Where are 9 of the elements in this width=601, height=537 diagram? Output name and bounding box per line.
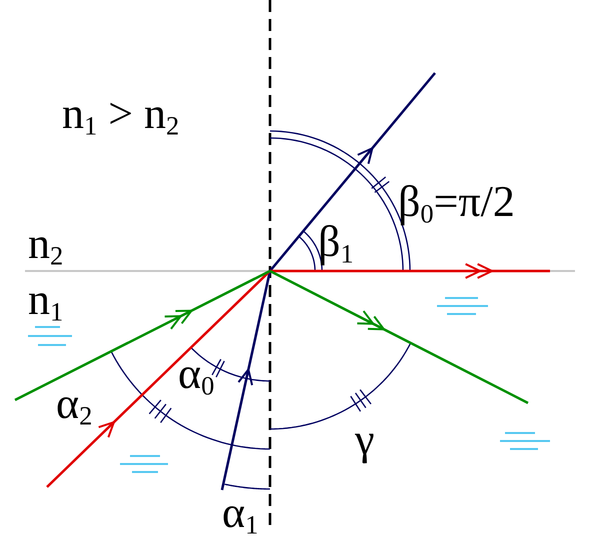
angle-label: α$_{0}$ [178, 352, 214, 399]
angle-label: β$_{0}$=π/2 [398, 180, 515, 227]
angle-label: β$_{1}$ [318, 220, 354, 267]
angle-label: α$_{2}$ [56, 382, 92, 429]
condition-label: n$_{1}$ > n$_{2}$ [62, 92, 180, 139]
angle-label: α$_{1}$ [222, 491, 258, 537]
angle-label: γ [355, 418, 374, 462]
medium-label: n$_{1}$ [28, 278, 64, 325]
medium-label: n$_{2}$ [28, 222, 64, 269]
